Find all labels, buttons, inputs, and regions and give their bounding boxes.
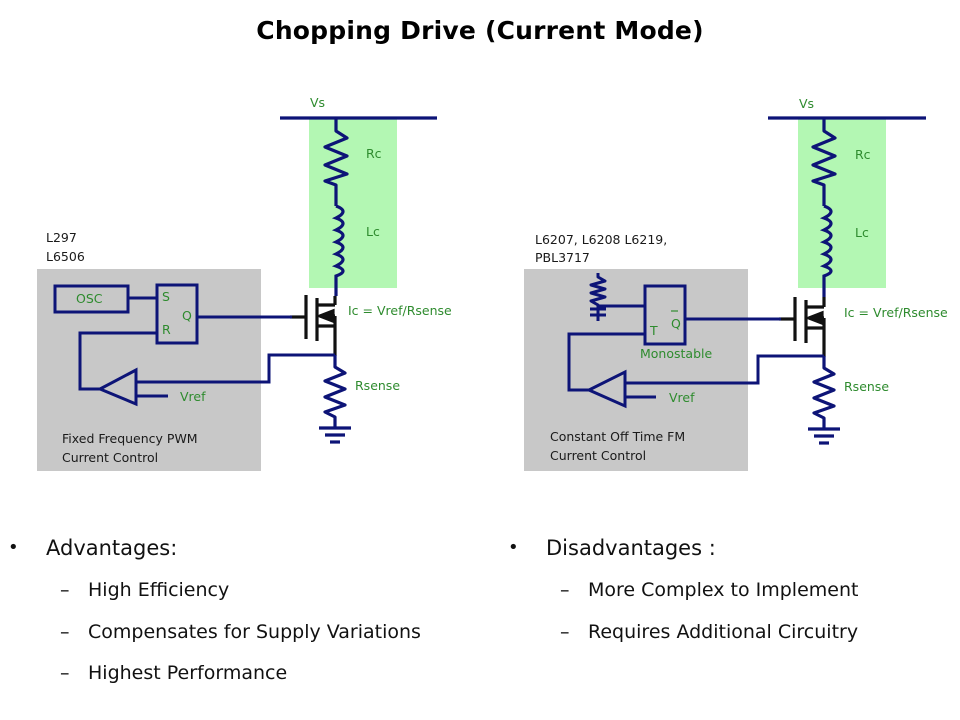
list-item: – High Efficiency bbox=[8, 575, 421, 605]
monostable-block bbox=[643, 284, 687, 346]
sense-resistor-label: Rsense bbox=[844, 379, 889, 394]
coil-resistor bbox=[811, 118, 837, 206]
coil-inductor-label: Lc bbox=[855, 225, 869, 240]
sense-resistor bbox=[812, 356, 836, 428]
advantages-heading-item: • Advantages: bbox=[8, 533, 421, 563]
advantages-list: • Advantages: – High Efficiency – Compen… bbox=[8, 533, 421, 700]
mosfet bbox=[779, 297, 826, 357]
ground-symbol bbox=[808, 427, 840, 445]
ground-symbol bbox=[319, 426, 351, 444]
supply-label: Vs bbox=[799, 96, 814, 111]
caption-line-2: Current Control bbox=[62, 450, 158, 465]
sense-resistor bbox=[323, 355, 347, 427]
mosfet bbox=[290, 295, 337, 356]
disadvantages-heading: Disadvantages : bbox=[546, 536, 716, 560]
list-item: – Highest Performance bbox=[8, 658, 421, 688]
control-box bbox=[37, 269, 261, 471]
list-item: – Requires Additional Circuitry bbox=[508, 617, 858, 647]
supply-label: Vs bbox=[310, 95, 325, 110]
current-equation: Ic = Vref/Rsense bbox=[348, 303, 452, 318]
caption-line-1: Fixed Frequency PWM bbox=[62, 431, 198, 446]
advantage-text: Compensates for Supply Variations bbox=[88, 620, 421, 643]
osc-label: OSC bbox=[76, 291, 103, 306]
coil-highlight bbox=[309, 119, 397, 288]
dash-icon: – bbox=[60, 620, 70, 643]
advantage-text: High Efficiency bbox=[88, 579, 230, 601]
comparator bbox=[585, 369, 627, 409]
dash-icon: – bbox=[60, 662, 70, 684]
vref-label: Vref bbox=[180, 389, 206, 404]
disadvantage-text: More Complex to Implement bbox=[588, 579, 859, 601]
coil-resistor-label: Rc bbox=[366, 146, 382, 161]
coil-resistor bbox=[323, 118, 349, 206]
timing-rc-network bbox=[589, 273, 645, 321]
list-item: – More Complex to Implement bbox=[508, 575, 858, 605]
monostable-label: Monostable bbox=[640, 346, 712, 361]
disadvantages-heading-item: • Disadvantages : bbox=[508, 533, 858, 563]
sense-resistor-label: Rsense bbox=[355, 378, 400, 393]
coil-highlight bbox=[798, 119, 886, 288]
chip-name-1: L6207, L6208 L6219, bbox=[535, 232, 667, 247]
monostable-trigger-label: T bbox=[649, 323, 658, 338]
left-circuit: Vs Rc Lc Ic = Vref/Rsense Rsense OSC S Q… bbox=[37, 95, 452, 471]
chip-name-1: L297 bbox=[46, 230, 77, 245]
disadvantage-text: Requires Additional Circuitry bbox=[588, 620, 859, 643]
list-item: – Compensates for Supply Variations bbox=[8, 617, 421, 647]
flipflop-reset-label: R bbox=[162, 322, 171, 337]
dash-icon: – bbox=[560, 620, 570, 643]
current-equation: Ic = Vref/Rsense bbox=[844, 305, 948, 320]
disadvantages-list: • Disadvantages : – More Complex to Impl… bbox=[508, 533, 858, 658]
coil-inductor-label: Lc bbox=[366, 224, 380, 239]
bullet-icon: • bbox=[8, 537, 19, 558]
advantage-text: Highest Performance bbox=[88, 662, 288, 684]
control-box bbox=[524, 269, 748, 471]
dash-icon: – bbox=[60, 579, 70, 601]
comparator bbox=[96, 367, 138, 407]
coil-inductor bbox=[819, 204, 833, 297]
right-circuit: Vs Rc Lc Ic = Vref/Rsense Rsense T Q Mon… bbox=[524, 96, 948, 471]
flipflop-output-label: Q bbox=[182, 308, 192, 323]
flipflop-set-label: S bbox=[162, 289, 170, 304]
coil-resistor-label: Rc bbox=[855, 147, 871, 162]
advantages-heading: Advantages: bbox=[46, 536, 178, 560]
chip-name-2: PBL3717 bbox=[535, 250, 590, 265]
chip-name-2: L6506 bbox=[46, 249, 85, 264]
slide-title: Chopping Drive (Current Mode) bbox=[256, 16, 704, 45]
flip-flop-block bbox=[155, 283, 199, 345]
dash-icon: – bbox=[560, 579, 570, 601]
caption-line-2: Current Control bbox=[550, 448, 646, 463]
vref-label: Vref bbox=[669, 390, 695, 405]
monostable-output-label: Q bbox=[671, 316, 681, 331]
caption-line-1: Constant Off Time FM bbox=[550, 429, 685, 444]
coil-inductor bbox=[331, 204, 345, 296]
bullet-icon: • bbox=[508, 537, 519, 558]
